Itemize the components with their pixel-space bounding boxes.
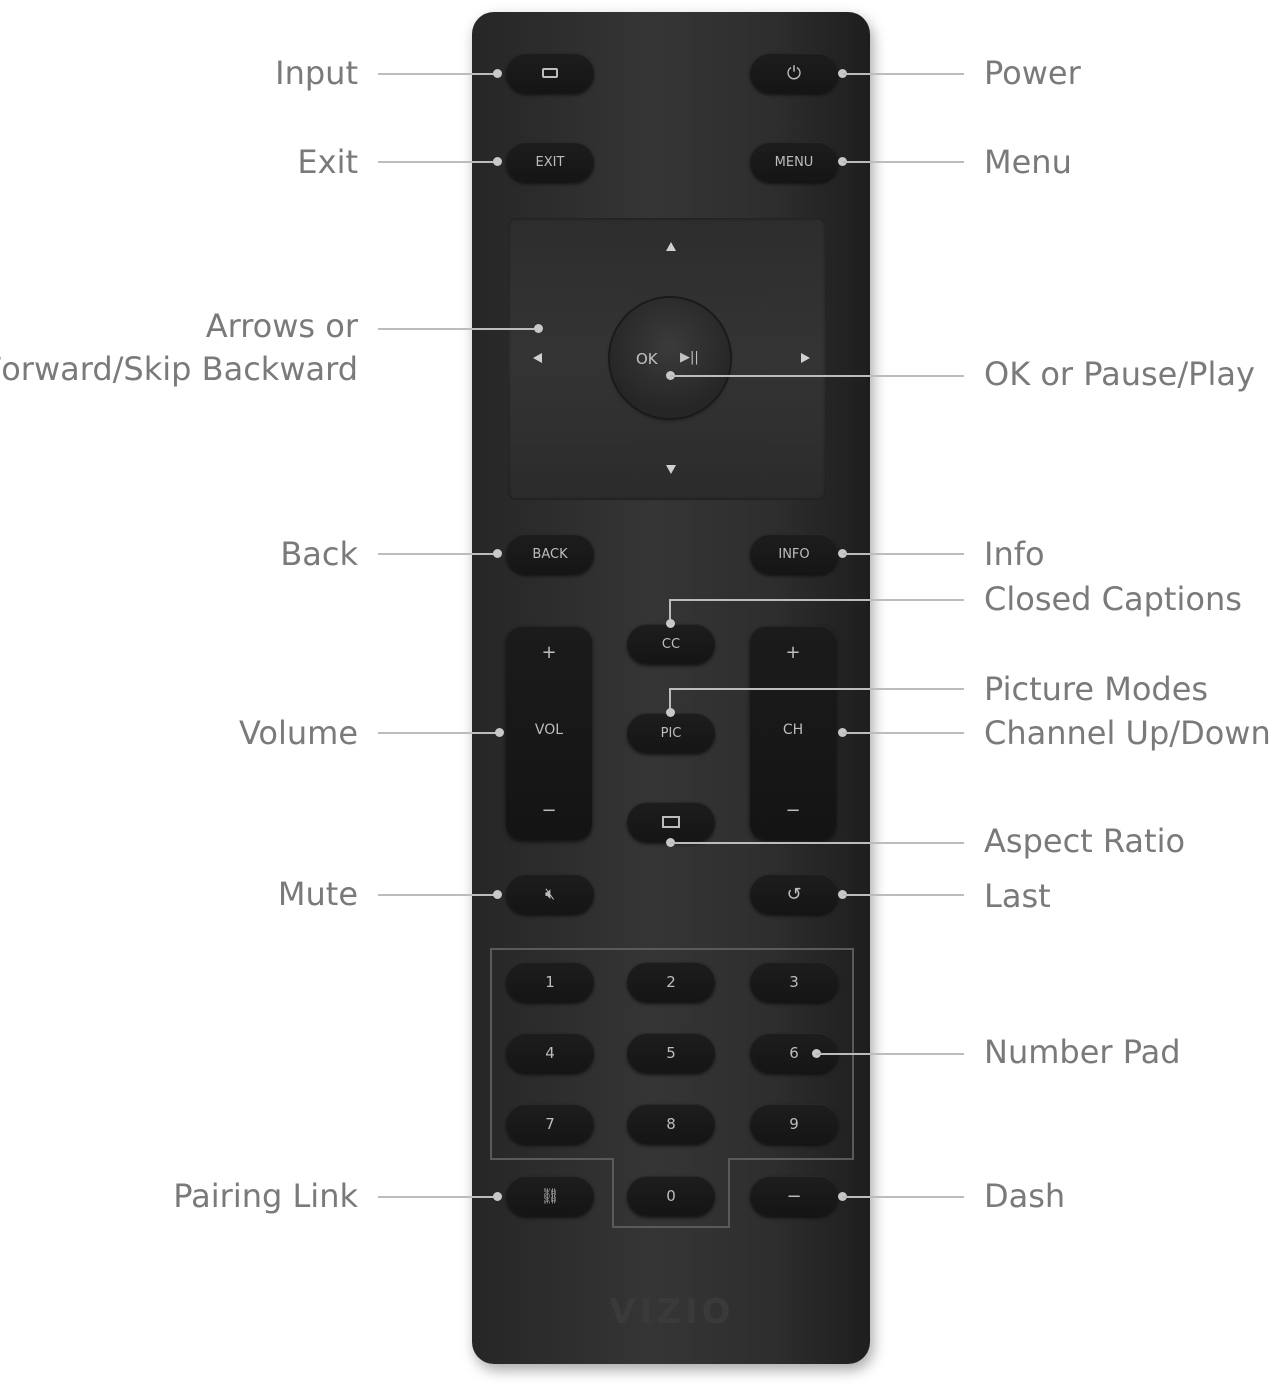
- volume-rocker[interactable]: + VOL −: [506, 626, 592, 840]
- channel-up-label: +: [785, 642, 801, 663]
- callout-line-number-pad: [816, 1053, 964, 1055]
- callout-dot-mute: [493, 890, 502, 899]
- label-dash: Dash: [984, 1177, 1066, 1215]
- exit-button[interactable]: EXIT: [506, 142, 594, 182]
- callout-line-input: [378, 73, 498, 75]
- label-ok-pause-play: OK or Pause/Play: [984, 355, 1255, 393]
- digit-9-button[interactable]: 9: [750, 1104, 838, 1144]
- label-arrows-line2: Forward/Skip Backward: [0, 350, 358, 388]
- label-mute: Mute: [277, 875, 358, 913]
- callout-line-aspect-ratio: [670, 842, 964, 844]
- arrow-right-icon[interactable]: [801, 353, 810, 363]
- digit-3-button[interactable]: 3: [750, 962, 838, 1002]
- number-pad-outline-zero-left: [612, 1158, 614, 1228]
- digit-4-button[interactable]: 4: [506, 1033, 594, 1073]
- label-channel: Channel Up/Down: [984, 714, 1271, 752]
- last-button[interactable]: ↺: [750, 874, 838, 914]
- volume-down-label: −: [541, 800, 557, 821]
- callout-line-arrows: [378, 328, 538, 330]
- callout-dot-input: [493, 69, 502, 78]
- callout-line-mute: [378, 894, 498, 896]
- callout-line-cc-v: [669, 599, 671, 623]
- aspect-ratio-icon: [662, 816, 680, 828]
- callout-line-back: [378, 553, 498, 555]
- label-closed-captions: Closed Captions: [984, 580, 1242, 618]
- callout-line-volume: [378, 732, 500, 734]
- mute-icon: 🔇︎: [544, 884, 556, 903]
- callout-dot-pairing-link: [493, 1192, 502, 1201]
- arrow-up-icon[interactable]: [666, 242, 676, 251]
- dash-button[interactable]: −: [750, 1176, 838, 1216]
- digit-2-button[interactable]: 2: [627, 962, 715, 1002]
- channel-down-label: −: [785, 800, 801, 821]
- aspect-ratio-button[interactable]: [627, 802, 715, 842]
- callout-dot-back: [493, 549, 502, 558]
- label-last: Last: [984, 877, 1051, 915]
- callout-line-power: [842, 73, 964, 75]
- info-button[interactable]: INFO: [750, 534, 838, 574]
- power-icon: ⏻: [786, 62, 802, 84]
- callout-line-menu: [842, 161, 964, 163]
- channel-rocker[interactable]: + CH −: [750, 626, 836, 840]
- label-arrows-line1: Arrows or: [205, 307, 358, 345]
- arrow-down-icon[interactable]: [666, 465, 676, 474]
- back-button[interactable]: BACK: [506, 534, 594, 574]
- digit-8-button[interactable]: 8: [627, 1104, 715, 1144]
- digit-1-button[interactable]: 1: [506, 962, 594, 1002]
- input-icon: [542, 68, 558, 78]
- last-icon: ↺: [786, 883, 802, 905]
- arrow-left-icon[interactable]: [533, 353, 542, 363]
- power-button[interactable]: ⏻: [750, 53, 838, 93]
- pic-button[interactable]: PIC: [627, 713, 715, 753]
- link-icon: ⛓: [540, 1187, 560, 1205]
- volume-up-label: +: [541, 642, 557, 663]
- callout-line-exit: [378, 161, 498, 163]
- mute-button[interactable]: 🔇︎: [506, 874, 594, 914]
- label-power: Power: [984, 54, 1081, 92]
- digit-5-button[interactable]: 5: [627, 1033, 715, 1073]
- callout-line-pairing-link: [378, 1196, 498, 1198]
- callout-line-pic-v: [669, 688, 671, 712]
- label-input: Input: [275, 54, 358, 92]
- label-pairing-link: Pairing Link: [173, 1177, 358, 1215]
- ok-label: OK: [636, 350, 658, 368]
- channel-label: CH: [782, 722, 804, 738]
- volume-label: VOL: [534, 722, 564, 738]
- callout-line-cc-h: [670, 599, 964, 601]
- callout-line-ok: [670, 375, 964, 377]
- ok-button[interactable]: [610, 298, 730, 418]
- callout-line-pic-h: [670, 688, 964, 690]
- label-info: Info: [984, 535, 1045, 573]
- label-picture-modes: Picture Modes: [984, 670, 1209, 708]
- label-back: Back: [280, 535, 358, 573]
- callout-dot-volume: [495, 728, 504, 737]
- callout-dot-pic: [666, 708, 675, 717]
- number-pad-outline-left: [490, 1158, 614, 1160]
- callout-dot-exit: [493, 157, 502, 166]
- callout-line-channel: [842, 732, 964, 734]
- digit-7-button[interactable]: 7: [506, 1104, 594, 1144]
- menu-button[interactable]: MENU: [750, 142, 838, 182]
- callout-line-last: [842, 894, 964, 896]
- digit-0-button[interactable]: 0: [627, 1176, 715, 1216]
- callout-dot-cc: [666, 619, 675, 628]
- callout-line-info: [842, 553, 964, 555]
- number-pad-outline-zero-right: [728, 1158, 730, 1228]
- callout-line-dash: [842, 1196, 964, 1198]
- input-button[interactable]: [506, 53, 594, 93]
- pairing-link-button[interactable]: ⛓: [506, 1176, 594, 1216]
- brand-logo: VIZIO: [609, 1292, 735, 1332]
- number-pad-outline-right: [728, 1158, 852, 1160]
- label-number-pad: Number Pad: [984, 1033, 1181, 1071]
- number-pad-outline-zero-bottom: [612, 1226, 730, 1228]
- label-volume: Volume: [238, 714, 358, 752]
- play-pause-icon: ▶||: [680, 350, 699, 365]
- callout-dot-arrows: [534, 324, 543, 333]
- label-exit: Exit: [297, 143, 358, 181]
- cc-button[interactable]: CC: [627, 624, 715, 664]
- label-aspect-ratio: Aspect Ratio: [984, 822, 1186, 860]
- label-menu: Menu: [984, 143, 1072, 181]
